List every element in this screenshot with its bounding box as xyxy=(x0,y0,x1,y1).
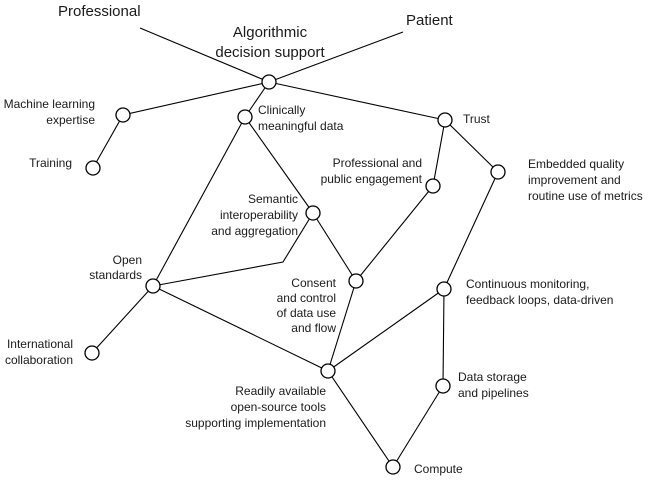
edge-clinically-open xyxy=(152,116,246,287)
node-embedded xyxy=(490,164,506,180)
node-training xyxy=(85,160,101,176)
edge-patient-ads xyxy=(268,31,404,83)
node-clinically xyxy=(237,109,253,125)
label-continuous: Continuous monitoring,feedback loops, da… xyxy=(466,277,613,307)
edge-clinically-semantic xyxy=(244,116,314,214)
edge-embedded-continuous xyxy=(443,171,499,290)
edge-continuous-readily xyxy=(327,288,445,372)
node-ads xyxy=(261,74,277,90)
label-professional: Professional xyxy=(58,3,141,20)
edge-semantic-open xyxy=(152,212,314,287)
label-trust: Trust xyxy=(463,112,491,126)
edge-semantic-consent xyxy=(312,212,357,282)
node-semantic xyxy=(305,205,321,221)
edge-engagement-consent xyxy=(355,185,434,282)
edge-consent-readily xyxy=(327,280,357,372)
node-open xyxy=(145,278,161,294)
edge-ads-trust xyxy=(268,81,446,121)
node-engagement xyxy=(425,178,441,194)
edge-trust-engagement xyxy=(432,119,446,187)
label-patient: Patient xyxy=(406,12,454,29)
node-consent xyxy=(348,273,364,289)
edge-ml-training xyxy=(92,114,124,169)
node-intl xyxy=(84,345,100,361)
node-storage xyxy=(435,378,451,394)
edge-professional-ads xyxy=(139,27,270,83)
edge-continuous-storage xyxy=(442,288,445,387)
label-training: Training xyxy=(29,156,72,170)
edge-open-readily xyxy=(152,285,329,372)
node-readily xyxy=(320,363,336,379)
node-trust xyxy=(437,112,453,128)
label-compute: Compute xyxy=(414,462,463,476)
edge-ads-ml xyxy=(122,81,270,116)
edge-readily-compute xyxy=(327,370,394,468)
node-compute xyxy=(385,459,401,475)
edge-storage-compute xyxy=(392,385,444,468)
edge-open-intl xyxy=(91,285,154,354)
edge-trust-embedded xyxy=(444,119,499,173)
node-ml xyxy=(115,107,131,123)
node-continuous xyxy=(436,281,452,297)
